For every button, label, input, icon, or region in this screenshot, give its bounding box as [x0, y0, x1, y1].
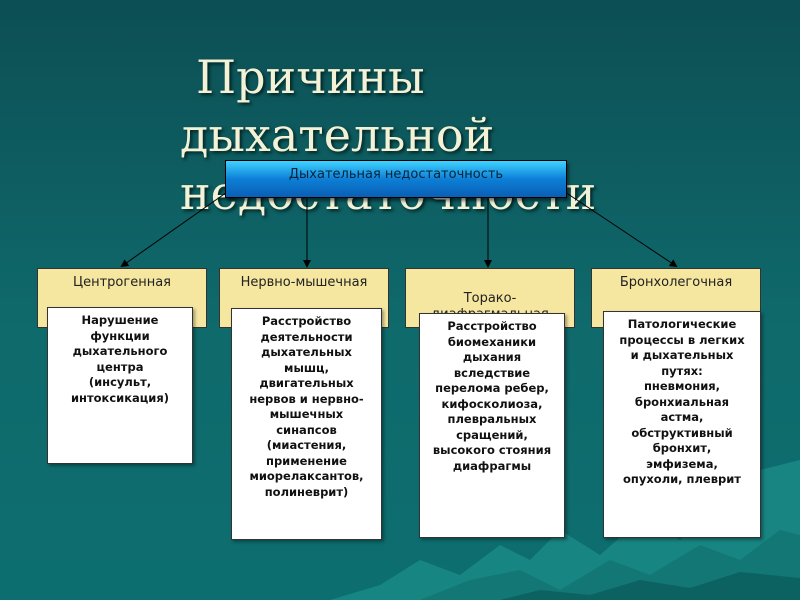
title-line-2: дыхательной: [180, 108, 495, 162]
category-label: Бронхолегочная: [619, 275, 733, 290]
category-label: Центрогенная: [73, 275, 171, 290]
description-bronchopulmonary: Патологические процессы в легких и дыхат…: [603, 311, 761, 538]
description-centrogenic: Нарушение функции дыхательного центра (и…: [47, 307, 193, 464]
title-line-1: Причины: [196, 50, 425, 104]
description-neuromuscular: Расстройство деятельности дыхательных мы…: [231, 308, 382, 540]
category-label: Нервно-мышечная: [240, 275, 368, 290]
description-thoracodiaphragmatic: Расстройство биомеханики дыхания вследст…: [419, 313, 565, 538]
root-node: Дыхательная недостаточность: [225, 160, 567, 198]
